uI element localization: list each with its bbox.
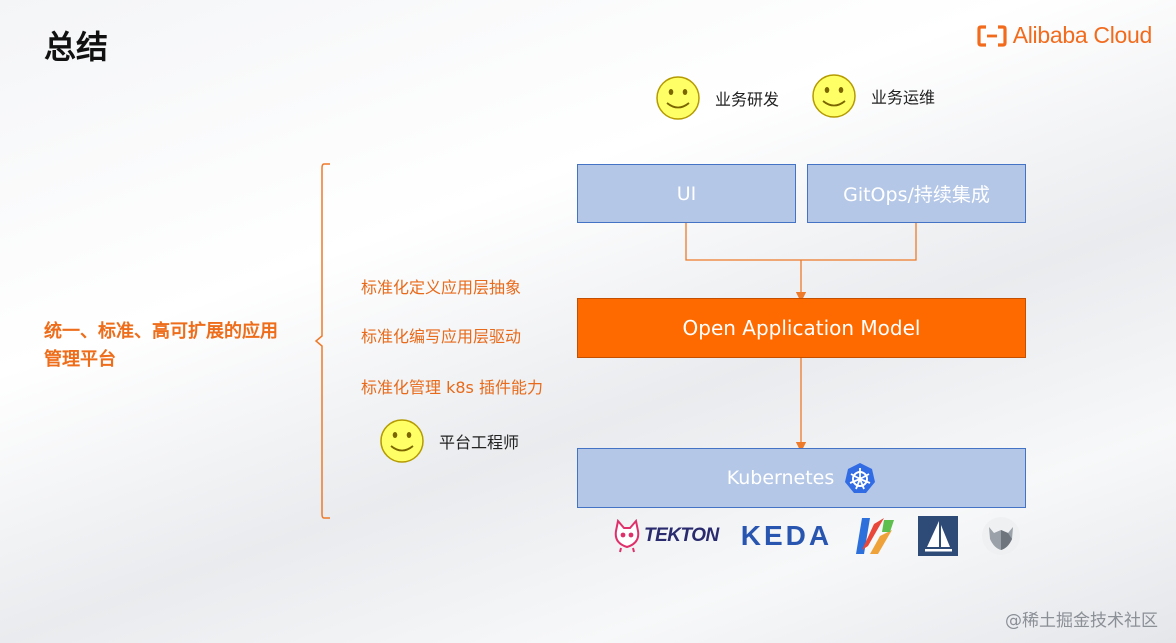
tekton-logo: TEKTON xyxy=(612,519,719,553)
smiley-icon xyxy=(812,74,856,118)
role-dev: 业务研发 xyxy=(655,75,779,121)
role-platform: 平台工程师 xyxy=(379,418,519,464)
gitops-box: GitOps/持续集成 xyxy=(807,164,1026,223)
argo-sail-logo-icon xyxy=(918,516,959,556)
platform-summary: 统一、标准、高可扩展的应用管理平台 xyxy=(44,321,278,370)
smiley-icon xyxy=(380,419,424,463)
role-platform-label: 平台工程师 xyxy=(439,433,520,452)
page-title: 总结 xyxy=(44,28,109,66)
left-brace xyxy=(314,163,330,519)
standard-item-1: 标准化定义应用层抽象 xyxy=(361,278,522,297)
tekton-text: TEKTON xyxy=(644,525,719,546)
alibaba-cloud-logo: Alibaba Cloud xyxy=(977,22,1152,49)
role-ops: 业务运维 xyxy=(811,73,935,119)
watermark: @稀土掘金技术社区 xyxy=(1005,611,1158,631)
tool-logos: TEKTON KEDA xyxy=(612,515,1022,557)
knative-logo-icon xyxy=(856,518,895,554)
keda-logo: KEDA xyxy=(740,520,833,551)
tekton-cat-icon xyxy=(614,519,640,553)
brand-name: Alibaba Cloud xyxy=(1012,22,1153,48)
role-ops-label: 业务运维 xyxy=(871,88,936,107)
ui-box: UI xyxy=(577,164,796,223)
standard-item-3: 标准化管理 k8s 插件能力 xyxy=(361,378,543,397)
kubernetes-label: Kubernetes xyxy=(726,467,835,489)
oam-box: Open Application Model xyxy=(577,298,1026,358)
kubernetes-box: Kubernetes xyxy=(577,448,1026,508)
opa-logo-icon xyxy=(982,517,1021,555)
alibaba-cloud-logo-icon xyxy=(977,24,1007,47)
kubernetes-icon xyxy=(845,463,876,493)
smiley-icon xyxy=(656,76,700,120)
standard-item-2: 标准化编写应用层驱动 xyxy=(361,327,522,346)
role-dev-label: 业务研发 xyxy=(715,90,780,109)
